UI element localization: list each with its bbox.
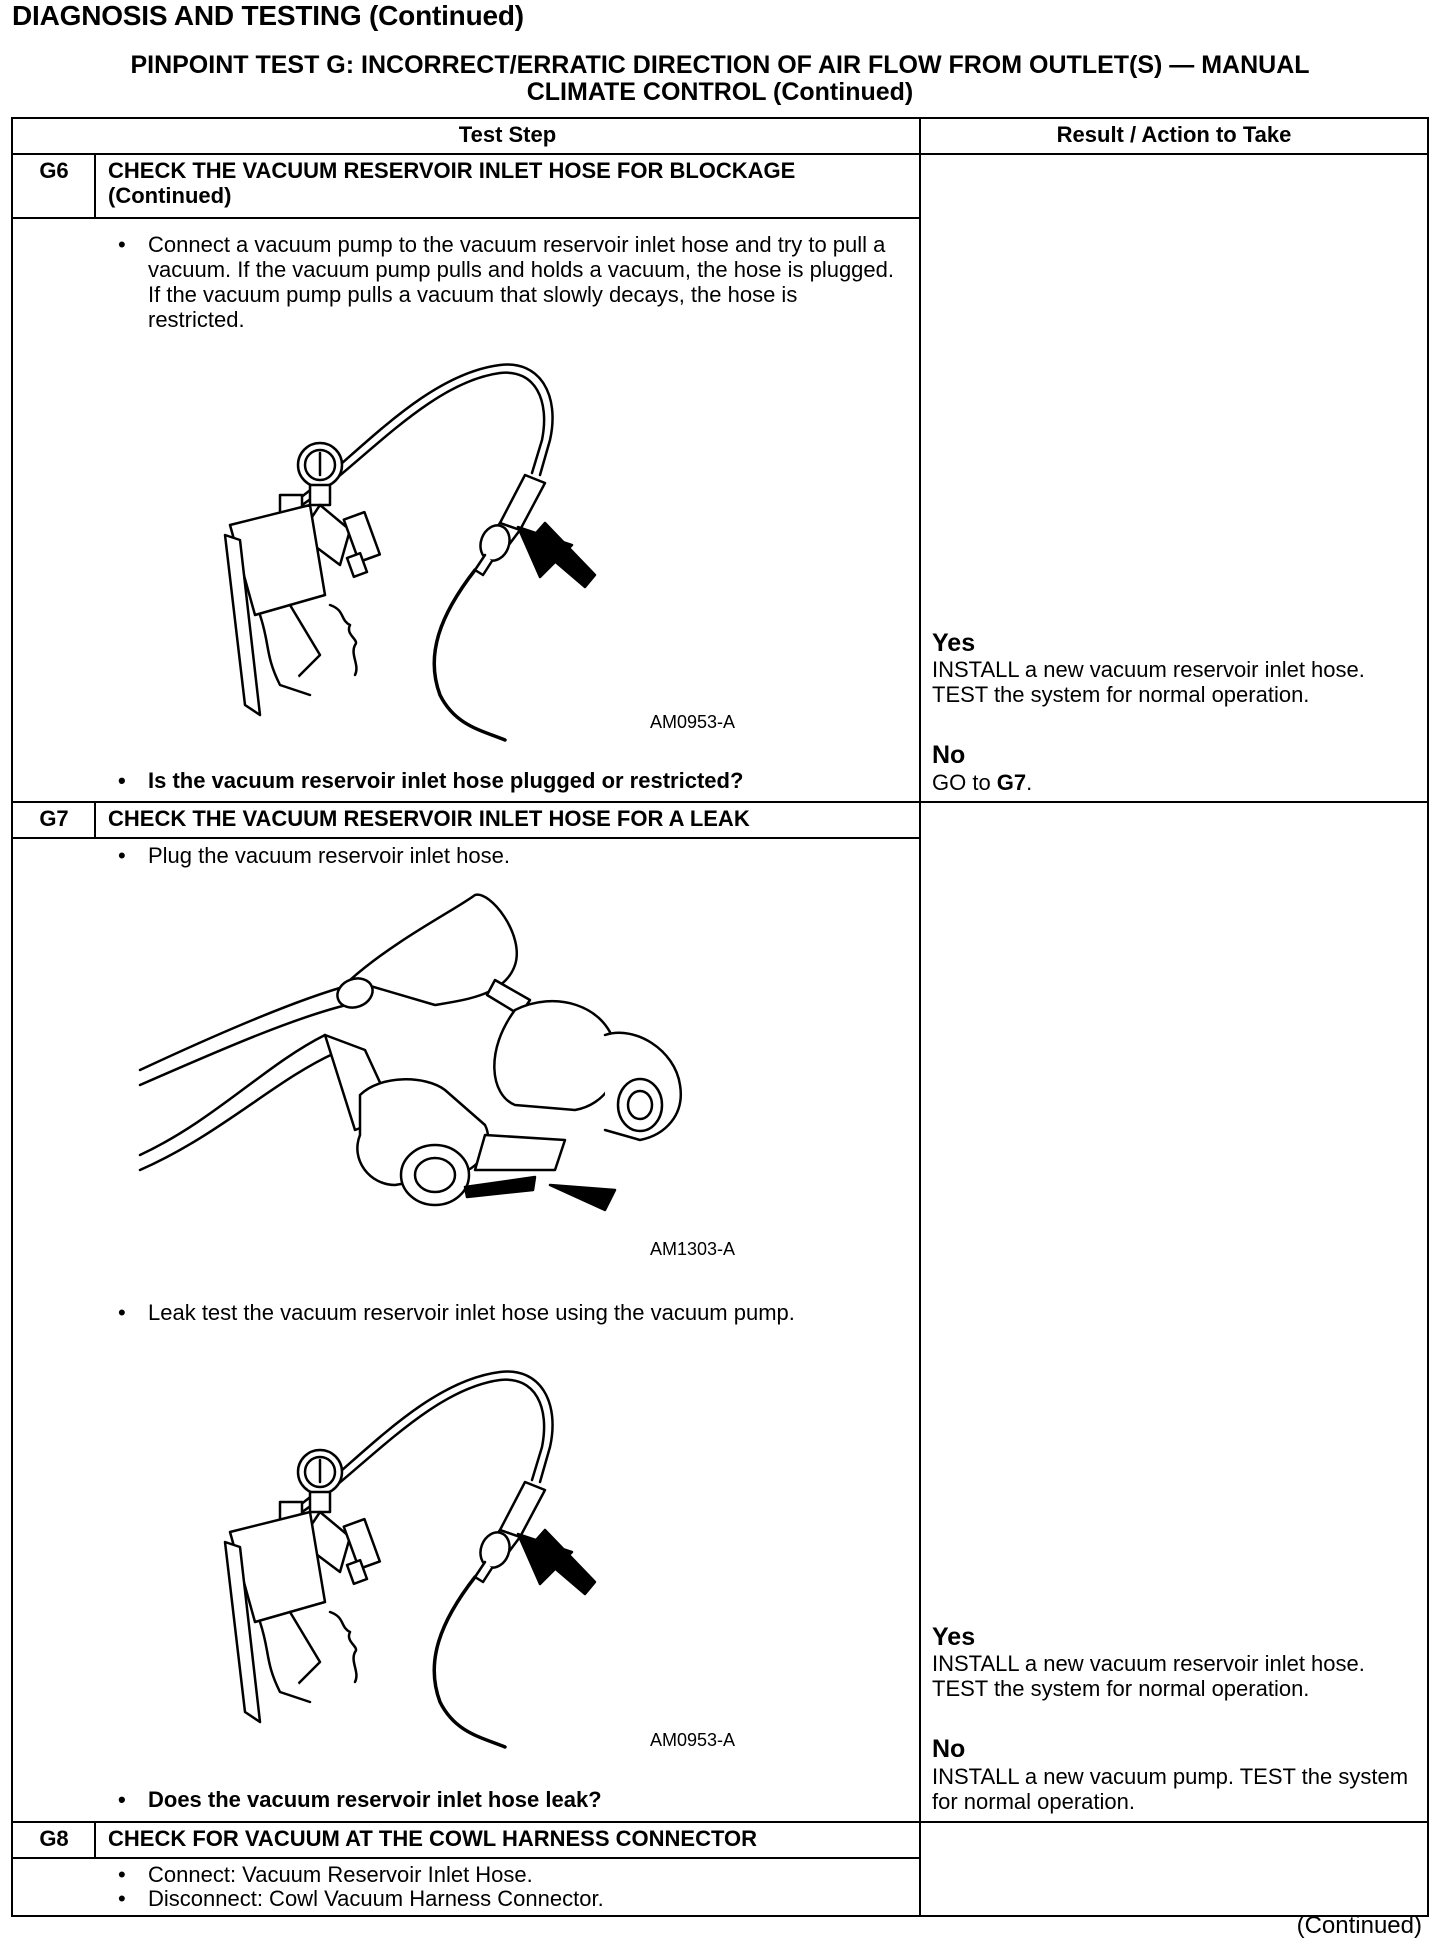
step-title-g8: CHECK FOR VACUUM AT THE COWL HARNESS CON… (108, 1826, 757, 1851)
step-id-g6: G6 (39, 158, 69, 183)
g7-yes-label: Yes (932, 1623, 976, 1651)
plugged-hose-illustration (138, 893, 683, 1212)
step-title-g6: CHECK THE VACUUM RESERVOIR INLET HOSE FO… (108, 158, 796, 208)
pinpoint-test-title: PINPOINT TEST G: INCORRECT/ERRATIC DIREC… (0, 52, 1440, 106)
g7-no-label: No (932, 1735, 966, 1763)
g6-yes-label: Yes (932, 629, 976, 657)
vacuum-pump-illustration (223, 363, 597, 742)
g6-no-ref: G7 (996, 770, 1027, 795)
step-id-g7: G7 (39, 806, 69, 831)
figure-label-am0953-a: AM0953-A (650, 712, 736, 732)
continued-footer: (Continued) (1296, 1912, 1422, 1939)
g7-no-action: INSTALL a new vacuum pump. TEST the syst… (932, 1764, 1409, 1814)
test-title-line-2: CLIMATE CONTROL (Continued) (526, 78, 914, 106)
g8-instruction-2: Disconnect: Cowl Vacuum Harness Connecto… (108, 1886, 898, 1911)
g7-question: Does the vacuum reservoir inlet hose lea… (108, 1787, 898, 1812)
g7-instruction-1: Plug the vacuum reservoir inlet hose. (108, 843, 898, 868)
g6-no-prefix: GO to (932, 770, 997, 795)
g7-yes-action: INSTALL a new vacuum reservoir inlet hos… (932, 1651, 1365, 1701)
g6-no-action: GO to G7. (932, 770, 1422, 795)
step-id-g8: G8 (39, 1826, 69, 1851)
g6-question: Is the vacuum reservoir inlet hose plugg… (108, 768, 898, 793)
step-title-g7: CHECK THE VACUUM RESERVOIR INLET HOSE FO… (108, 806, 750, 831)
page-heading: DIAGNOSIS AND TESTING (Continued) (12, 0, 524, 31)
g6-no-suffix: . (1026, 770, 1033, 795)
column-header-result: Result / Action to Take (1056, 122, 1292, 147)
g7-instruction-2: Leak test the vacuum reservoir inlet hos… (108, 1300, 898, 1325)
figure-label-am1303-a: AM1303-A (650, 1239, 736, 1259)
figure-label-am0953-a-2: AM0953-A (650, 1730, 736, 1750)
g6-instruction: Connect a vacuum pump to the vacuum rese… (108, 232, 898, 332)
test-title-line-1: PINPOINT TEST G: INCORRECT/ERRATIC DIREC… (130, 51, 1310, 79)
vacuum-pump-illustration-2 (223, 1370, 597, 1749)
g6-no-label: No (932, 741, 966, 769)
g6-yes-action: INSTALL a new vacuum reservoir inlet hos… (932, 657, 1365, 707)
column-header-test-step: Test Step (458, 122, 557, 147)
g8-instruction-1: Connect: Vacuum Reservoir Inlet Hose. (108, 1862, 898, 1887)
